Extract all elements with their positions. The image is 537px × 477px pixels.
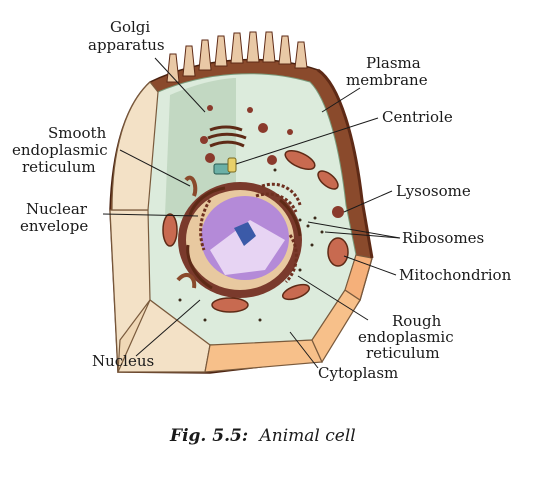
figure-caption: Fig. 5.5: Animal cell (169, 426, 356, 446)
label-cytoplasm: Cytoplasm (318, 364, 398, 382)
label-rough-3: reticulum (366, 344, 440, 362)
leader-lines (102, 57, 401, 369)
label-rough-2: endoplasmic (358, 328, 454, 346)
label-smooth-1: Smooth (48, 124, 107, 142)
label-nuclear-2: envelope (20, 217, 88, 235)
label-centriole: Centriole (382, 108, 453, 126)
label-rough-1: Rough (392, 312, 442, 330)
mitochondria (162, 149, 349, 313)
label-golgi-2: apparatus (88, 36, 165, 54)
label-mitochondrion: Mitochondrion (399, 266, 512, 284)
label-smooth-2: endoplasmic (12, 141, 108, 159)
label-ribosomes: Ribosomes (402, 229, 484, 247)
label-lysosome: Lysosome (396, 182, 471, 200)
bottom-cut-face (117, 254, 373, 373)
smooth-er (176, 175, 198, 289)
caption-number: Fig. 5.5: (169, 426, 248, 446)
label-golgi-1: Golgi (110, 18, 150, 36)
caption-title: Animal cell (258, 426, 356, 446)
label-plasma-2: membrane (346, 71, 428, 89)
label-nucleus: Nucleus (92, 352, 154, 370)
label-smooth-3: reticulum (22, 158, 96, 176)
golgi-apparatus (207, 125, 247, 148)
microvilli (166, 31, 308, 83)
ribosomes (178, 168, 324, 322)
centriole (213, 157, 237, 175)
lysosome (332, 206, 344, 218)
nucleolus (234, 222, 256, 246)
nucleus (178, 182, 302, 298)
label-nuclear-1: Nuclear (26, 200, 88, 218)
label-plasma-1: Plasma (366, 54, 421, 72)
rough-er (199, 182, 302, 284)
